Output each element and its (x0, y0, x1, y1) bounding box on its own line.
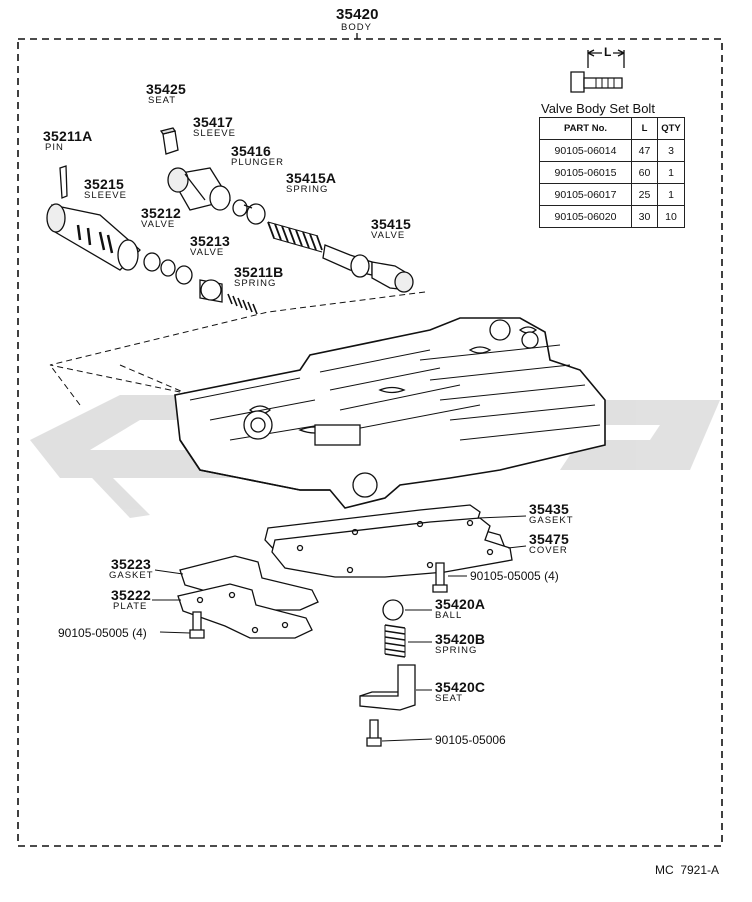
cell-part-no: 90105-06015 (539, 161, 632, 184)
cell-length: 30 (631, 205, 658, 228)
part-number-35415a: 35415A (286, 170, 337, 186)
part-number-35417: 35417 (193, 114, 233, 130)
part-number-35222: 35222 (111, 587, 151, 603)
seat-bolt-label: 90105-05006 (435, 733, 506, 747)
leader-lines (152, 515, 527, 742)
valve-35212-part (143, 252, 193, 285)
cell-part-no: 90105-06017 (539, 183, 632, 206)
sleeve-35417-part (167, 167, 232, 211)
part-number-35223: 35223 (111, 556, 151, 572)
part-name-35211a: PIN (45, 142, 64, 153)
assembly-name: BODY (341, 22, 372, 33)
part-name-35213: VALVE (190, 247, 225, 258)
part-name-35415a: SPRING (286, 184, 329, 195)
part-number-35211b: 35211B (234, 264, 284, 280)
cell-length: 47 (631, 139, 658, 162)
part-number-35213: 35213 (190, 233, 230, 249)
part-name-35420c: SEAT (435, 693, 464, 704)
header-qty: QTY (657, 117, 685, 140)
assembly-boundary (17, 38, 723, 847)
check-ball-35420a-part (382, 599, 404, 621)
part-name-35211b: SPRING (234, 278, 277, 289)
part-name-35222: PLATE (113, 601, 148, 612)
install-path (49, 291, 426, 406)
part-number-35420c: 35420C (435, 679, 486, 695)
part-name-35415: VALVE (371, 230, 406, 241)
plate-bolt-part (189, 611, 205, 639)
plate-bolt-label: 90105-05005 (4) (58, 626, 147, 640)
part-number-35211a: 35211A (43, 128, 93, 144)
set-bolt-icon (570, 49, 625, 93)
part-name-35425: SEAT (148, 95, 177, 106)
plate-35222-part (177, 583, 313, 639)
pin-35211a-part (59, 165, 68, 199)
table-row: 90105-06020 30 10 (539, 205, 685, 228)
header-length: L (631, 117, 658, 140)
cell-length: 60 (631, 161, 658, 184)
cover-bolt-label: 90105-05005 (4) (470, 569, 559, 583)
part-name-35417: SLEEVE (193, 128, 236, 139)
valve-35415-part (322, 244, 414, 293)
seat-35425-part (159, 127, 179, 155)
spring-35415a-part (267, 221, 323, 253)
part-number-35215: 35215 (84, 176, 124, 192)
cell-qty: 10 (657, 205, 685, 228)
cell-length: 25 (631, 183, 658, 206)
cell-part-no: 90105-06020 (539, 205, 632, 228)
cover-bolt-part (432, 562, 448, 593)
part-number-35416: 35416 (231, 143, 271, 159)
bolt-length-label: L (602, 45, 614, 59)
part-name-35215: SLEEVE (84, 190, 127, 201)
check-seat-35420c-part (359, 664, 416, 711)
part-name-35475: COVER (529, 545, 568, 556)
valve-body-casting (174, 317, 606, 509)
table-row: 90105-06014 47 3 (539, 139, 685, 162)
figure-code: MC 7921-A (655, 863, 720, 877)
check-spring-35420b-part (384, 624, 406, 658)
part-number-35435: 35435 (529, 501, 569, 517)
cell-qty: 1 (657, 183, 685, 206)
cell-qty: 3 (657, 139, 685, 162)
part-name-35223: GASKET (109, 570, 154, 581)
valve-35213-part (199, 279, 223, 303)
bolt-table-title: Valve Body Set Bolt (541, 101, 655, 116)
cell-part-no: 90105-06014 (539, 139, 632, 162)
part-number-35425: 35425 (146, 81, 186, 97)
spring-35211b-part (227, 293, 258, 315)
part-number-35420a: 35420A (435, 596, 486, 612)
plunger-35416-part (232, 199, 266, 225)
table-row: 90105-06017 25 1 (539, 183, 685, 206)
seat-bolt-part (366, 719, 382, 747)
cell-qty: 1 (657, 161, 685, 184)
part-number-35212: 35212 (141, 205, 181, 221)
header-part-no: PART No. (539, 117, 632, 140)
table-header-row: PART No. L QTY (539, 117, 685, 140)
part-number-35415: 35415 (371, 216, 411, 232)
sleeve-35215-part (46, 203, 141, 271)
part-name-35420a: BALL (435, 610, 463, 621)
part-name-35212: VALVE (141, 219, 176, 230)
part-number-35475: 35475 (529, 531, 569, 547)
table-row: 90105-06015 60 1 (539, 161, 685, 184)
part-name-35435: GASEKT (529, 515, 574, 526)
part-name-35420b: SPRING (435, 645, 478, 656)
part-name-35416: PLUNGER (231, 157, 284, 168)
bolt-table: PART No. L QTY 90105-06014 47 3 90105-06… (539, 117, 685, 228)
part-number-35420b: 35420B (435, 631, 486, 647)
assembly-part-number: 35420 (336, 6, 379, 23)
